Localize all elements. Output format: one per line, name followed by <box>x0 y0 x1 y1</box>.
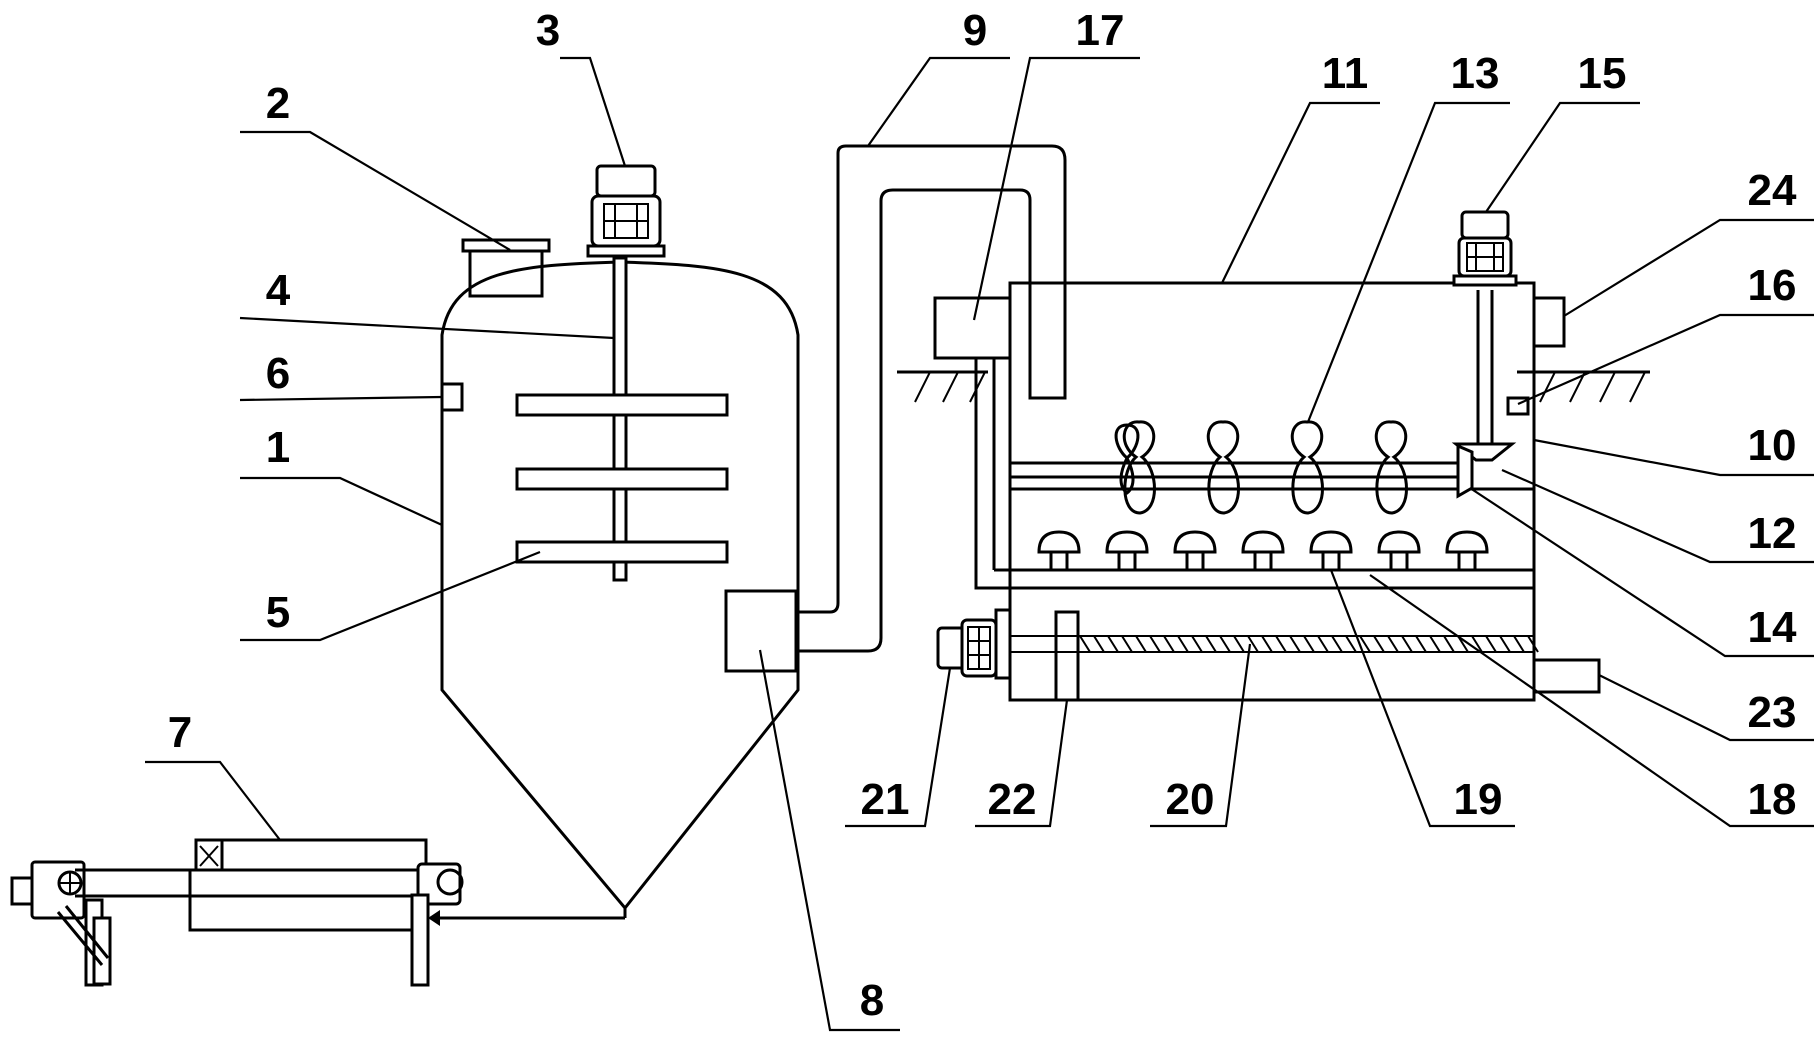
label-12: 12 <box>1748 509 1797 558</box>
label-17: 17 <box>1076 6 1125 55</box>
agitator <box>515 256 729 582</box>
conveyor-motor <box>936 618 998 678</box>
leader-lines <box>145 56 1814 1032</box>
label-14: 14 <box>1748 603 1797 652</box>
label-13: 13 <box>1451 49 1500 98</box>
transfer-pipe <box>796 144 1067 653</box>
label-11: 11 <box>1322 49 1369 98</box>
sludge-line <box>428 910 625 926</box>
label-2: 2 <box>266 79 290 128</box>
label-9: 9 <box>963 6 987 55</box>
heat-exchanger-block <box>933 296 1012 360</box>
label-5: 5 <box>266 588 290 637</box>
exhaust-port <box>1532 296 1566 348</box>
stirring-motor <box>1452 210 1518 287</box>
label-24: 24 <box>1748 166 1797 215</box>
level-sensor <box>440 382 464 412</box>
mixing-tank <box>440 260 800 918</box>
label-15: 15 <box>1578 49 1627 98</box>
label-16: 16 <box>1748 261 1797 310</box>
callout-labels: 1 2 3 4 5 6 7 8 9 10 11 12 13 14 15 16 1… <box>168 6 1797 1025</box>
label-19: 19 <box>1454 775 1503 824</box>
label-7: 7 <box>168 708 192 757</box>
label-23: 23 <box>1748 688 1797 737</box>
label-21: 21 <box>861 775 910 824</box>
label-18: 18 <box>1748 775 1797 824</box>
label-10: 10 <box>1748 421 1797 470</box>
discharge-outlet <box>1532 658 1601 694</box>
belt-filter-press <box>10 838 464 987</box>
aeration-heads <box>1037 530 1489 572</box>
label-4: 4 <box>266 266 291 315</box>
agitator-motor <box>586 164 666 258</box>
label-20: 20 <box>1166 775 1215 824</box>
label-22: 22 <box>988 775 1037 824</box>
label-6: 6 <box>266 349 290 398</box>
screw-conveyor <box>994 586 1601 702</box>
label-3: 3 <box>536 6 560 55</box>
label-1: 1 <box>266 423 290 472</box>
label-8: 8 <box>860 976 884 1025</box>
stirring-blades <box>1114 420 1408 515</box>
